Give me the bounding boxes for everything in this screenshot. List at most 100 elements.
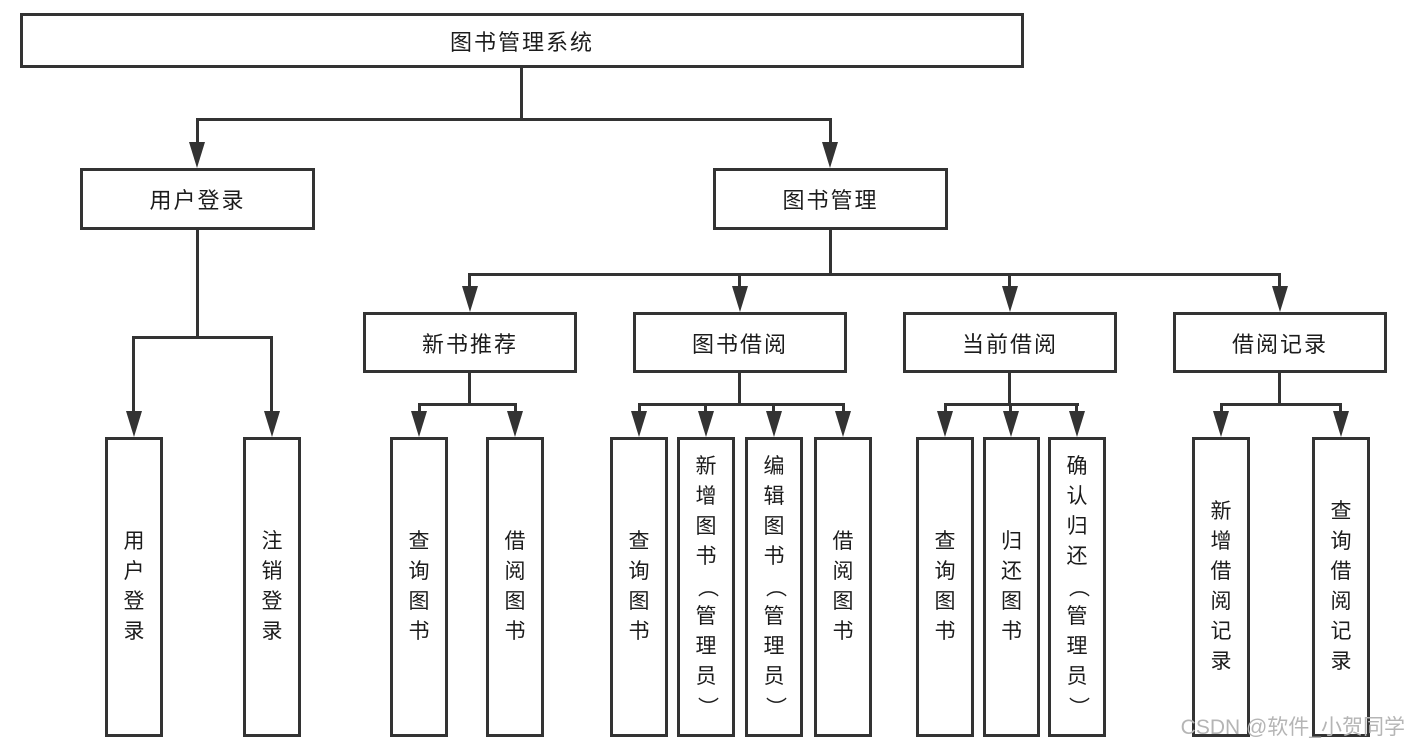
- connector-line: [772, 403, 775, 415]
- connector-line: [638, 403, 641, 415]
- vertical-char: 询: [628, 560, 650, 583]
- vertical-char: 登: [123, 590, 145, 613]
- leaf-user-login: 用户登录: [105, 437, 163, 737]
- connector-line: [196, 118, 832, 121]
- vertical-char: ）: [763, 696, 786, 718]
- csdn-watermark: CSDN @软件_小贺同学: [1180, 716, 1405, 739]
- vertical-char: 还: [1066, 545, 1088, 568]
- connector-line: [704, 403, 707, 415]
- arrow-down-icon: [766, 411, 782, 437]
- connector-line: [738, 273, 741, 289]
- vertical-char: 阅: [504, 560, 526, 583]
- vertical-char: 图: [628, 590, 650, 613]
- connector-line: [1278, 273, 1281, 289]
- vertical-char: 归: [1001, 530, 1022, 553]
- connector-line: [1220, 403, 1223, 415]
- connector-line: [829, 118, 832, 146]
- arrow-down-icon: [822, 142, 838, 168]
- vertical-char: 书: [695, 545, 717, 568]
- vertical-char: 图: [504, 590, 526, 613]
- leaf-add-borrow-record: 新增借阅记录: [1192, 437, 1250, 737]
- vertical-char: 理: [763, 635, 785, 658]
- vertical-char: 图: [1001, 590, 1022, 613]
- vertical-char: 增: [1210, 530, 1232, 553]
- arrow-down-icon: [462, 286, 478, 312]
- vertical-char: 阅: [1210, 590, 1232, 613]
- leaf-confirm-return-admin: 确认归还（管理员）: [1048, 437, 1106, 737]
- connector-line: [842, 403, 845, 415]
- vertical-char: 员: [695, 665, 717, 688]
- arrow-down-icon: [698, 411, 714, 437]
- vertical-char: （: [695, 576, 718, 598]
- leaf-edit-books-admin: 编辑图书（管理员）: [745, 437, 803, 737]
- vertical-char: 借: [504, 530, 526, 553]
- vertical-char: 增: [695, 485, 717, 508]
- vertical-char: 图: [934, 590, 956, 613]
- node-borrow-records: 借阅记录: [1173, 312, 1387, 373]
- connector-line: [738, 371, 741, 406]
- vertical-char: 录: [1210, 650, 1232, 673]
- arrow-down-icon: [937, 411, 953, 437]
- connector-line: [638, 403, 845, 406]
- leaf-query-books-2: 查询图书: [610, 437, 668, 737]
- vertical-char: 认: [1066, 485, 1088, 508]
- connector-line: [468, 273, 471, 289]
- vertical-char: 查: [934, 530, 956, 553]
- vertical-char: 图: [408, 590, 430, 613]
- connector-line: [196, 118, 199, 146]
- arrow-down-icon: [1069, 411, 1085, 437]
- connector-line: [1008, 371, 1011, 406]
- connector-line: [829, 230, 832, 276]
- leaf-logout: 注销登录: [243, 437, 301, 737]
- arrow-down-icon: [732, 286, 748, 312]
- vertical-char: 新: [695, 455, 717, 478]
- leaf-query-books-3: 查询图书: [916, 437, 974, 737]
- connector-line: [1278, 371, 1281, 406]
- vertical-char: 查: [1330, 500, 1352, 523]
- connector-line: [514, 403, 517, 415]
- leaf-return-books: 归还图书: [983, 437, 1040, 737]
- node-book-borrowing: 图书借阅: [633, 312, 847, 373]
- connector-line: [418, 403, 517, 406]
- arrow-down-icon: [189, 142, 205, 168]
- node-user-login: 用户登录: [80, 168, 315, 230]
- connector-line: [196, 230, 199, 339]
- connector-line: [1339, 403, 1342, 415]
- connector-line: [418, 403, 421, 415]
- arrow-down-icon: [126, 411, 142, 437]
- connector-line: [1009, 403, 1012, 415]
- vertical-char: ）: [695, 696, 718, 718]
- leaf-borrow-books-2: 借阅图书: [814, 437, 872, 737]
- vertical-char: 记: [1330, 620, 1352, 643]
- vertical-char: 新: [1210, 500, 1232, 523]
- vertical-char: 查: [408, 530, 430, 553]
- vertical-char: 书: [408, 620, 430, 643]
- vertical-char: 查: [628, 530, 650, 553]
- vertical-char: 管: [763, 605, 785, 628]
- node-book-management: 图书管理: [713, 168, 948, 230]
- connector-line: [468, 371, 471, 406]
- vertical-char: 询: [408, 560, 430, 583]
- vertical-char: （: [1066, 576, 1089, 598]
- vertical-char: 员: [763, 665, 785, 688]
- arrow-down-icon: [264, 411, 280, 437]
- vertical-char: 理: [695, 635, 717, 658]
- vertical-char: 阅: [1330, 590, 1352, 613]
- vertical-char: 确: [1066, 455, 1088, 478]
- connector-line: [1008, 273, 1011, 289]
- vertical-char: 记: [1210, 620, 1232, 643]
- vertical-char: 录: [123, 620, 145, 643]
- vertical-char: 销: [261, 560, 283, 583]
- vertical-char: 归: [1066, 515, 1088, 538]
- vertical-char: 阅: [832, 560, 854, 583]
- arrow-down-icon: [835, 411, 851, 437]
- arrow-down-icon: [507, 411, 523, 437]
- arrow-down-icon: [1003, 411, 1019, 437]
- vertical-char: 借: [832, 530, 854, 553]
- node-current-borrowing: 当前借阅: [903, 312, 1117, 373]
- vertical-char: 借: [1210, 560, 1232, 583]
- vertical-char: 询: [934, 560, 956, 583]
- arrow-down-icon: [411, 411, 427, 437]
- vertical-char: 图: [695, 515, 717, 538]
- vertical-char: 书: [832, 620, 854, 643]
